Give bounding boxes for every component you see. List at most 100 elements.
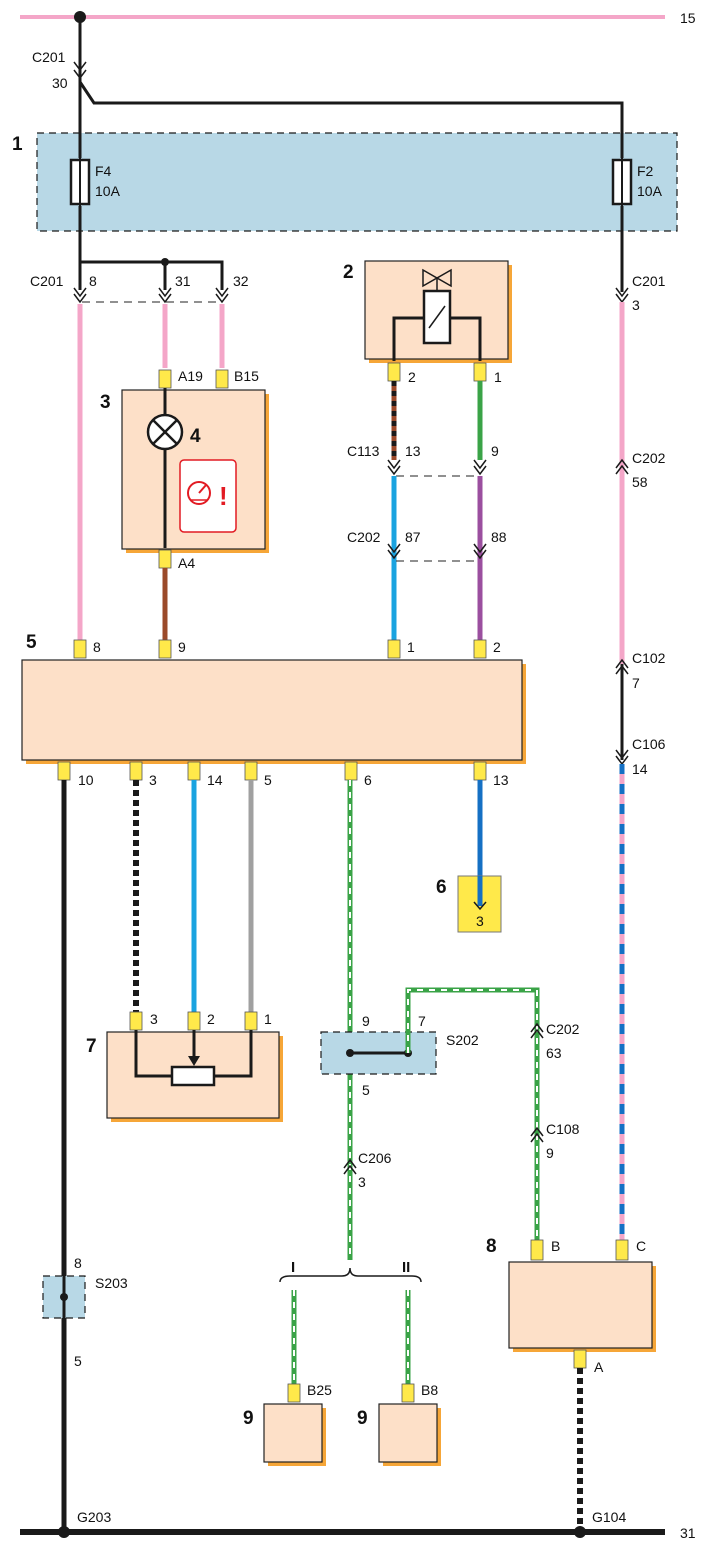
wire-green-loop-stripe [407,989,538,1240]
pin-b25-label: B25 [307,1382,332,1398]
component-9a-label: 9 [243,1408,254,1429]
pin-7-1-label: 1 [264,1011,272,1027]
pin-5-1 [387,639,401,659]
connector-c113 [387,459,487,476]
component-7-label: 7 [86,1036,97,1057]
connector-c201-c-pin: 32 [233,273,249,289]
pin-7-3 [129,1011,143,1031]
relay-coil-diagonal [428,305,446,329]
splice-s202-pin5: 5 [362,1082,370,1098]
pin-7-2 [187,1011,201,1031]
connector-c202-d-pin: 63 [546,1045,562,1061]
connector-c201-top-name: C201 [32,49,66,65]
fuse-f2-name: F2 [637,163,654,179]
pin-5-2 [473,639,487,659]
connector-c201-top [73,61,87,80]
pin-8-b [530,1239,544,1261]
connector-c201-group [73,287,229,304]
alert-icon: ! [219,481,228,511]
connector-c108-name: C108 [546,1121,580,1137]
lamp-icon-x2 [152,419,178,445]
connector-c102-name: C102 [632,650,666,666]
potentiometer-icon [170,1065,216,1087]
relay-valve-icon [422,268,452,288]
component-8-box [508,1261,653,1349]
pin-5-8 [73,639,87,659]
pin-5-6 [344,761,358,781]
component-6-pin-label: 3 [476,913,484,929]
component-1-label: 1 [12,134,23,155]
bus-junction [161,258,169,266]
splice-s203-pin5: 5 [74,1353,82,1369]
pin-a19-label: A19 [178,368,203,384]
ground-g203-junction [58,1526,70,1538]
pin-8-b-label: B [551,1238,560,1254]
connector-c202-d-name: C202 [546,1021,580,1037]
pin-5-1-label: 1 [407,639,415,655]
potentiometer-wiper-arrow [188,1056,200,1066]
pin-5-10 [57,761,71,781]
splice-s202-pin9: 9 [362,1013,370,1029]
component-6-pin-marker [473,901,487,911]
connector-c202-b-pin: 88 [491,529,507,545]
connector-c201-d-pin: 3 [632,297,640,313]
splice-s202-pin7: 7 [418,1013,426,1029]
splice-s202-junction-a [346,1049,354,1057]
connector-c102 [615,658,629,675]
connector-c201-b-pin: 31 [175,273,191,289]
pin-b8-label: B8 [421,1382,438,1398]
pin-8-c [615,1239,629,1261]
pin-2-relay [387,362,401,382]
connector-c106-pin: 14 [632,761,648,777]
pin-5-5 [244,761,258,781]
pin-5-5-label: 5 [264,772,272,788]
ground-g104-label: G104 [592,1509,626,1525]
steering-wheel-spoke [198,484,207,494]
pin-a4 [158,549,172,569]
connector-c206-pin: 3 [358,1174,366,1190]
fuse-f4-rating: 10A [95,183,121,199]
connector-c202-a-pin: 87 [405,529,421,545]
wire-green-loop [405,987,540,1240]
connector-c202-a-name: C202 [347,529,381,545]
pin-7-3-label: 3 [150,1011,158,1027]
pin-5-8-label: 8 [93,639,101,655]
wire-f4-bus [80,260,224,290]
wire-relay-left [392,316,424,361]
pin-5-3 [129,761,143,781]
component-6-label: 6 [436,877,447,898]
steering-wheel-icon [187,481,211,505]
pin-8-a [573,1349,587,1369]
component-5-label: 5 [26,632,37,653]
pin-2-relay-label: 2 [408,369,416,385]
wire-relay-right [450,316,482,361]
pin-5-13 [473,761,487,781]
warning-indicator [179,459,237,533]
pin-5-9 [158,639,172,659]
connector-c113-pin-b: 9 [491,443,499,459]
rail-15-label: 15 [680,10,696,26]
fuse-f4-name: F4 [95,163,112,179]
component-9a-box [263,1403,323,1463]
pin-5-10-label: 10 [78,772,94,788]
wire-pot-right [214,1030,253,1078]
component-2-label: 2 [343,262,354,283]
wire-feed-f2 [78,81,624,158]
connector-c113-name: C113 [347,443,380,459]
connector-c113-pin: 13 [405,443,421,459]
pin-1-relay-label: 1 [494,369,502,385]
connector-c206-name: C206 [358,1150,392,1166]
component-5-box [21,659,523,761]
pin-5-2-label: 2 [493,639,501,655]
pin-a4-label: A4 [178,555,195,571]
connector-c102-pin: 7 [632,675,640,691]
connector-c106-name: C106 [632,736,666,752]
pin-5-14-label: 14 [207,772,223,788]
ground-g104-junction [574,1526,586,1538]
component-9b-label: 9 [357,1408,368,1429]
connector-c202-a [387,543,487,560]
pin-5-3-label: 3 [149,772,157,788]
component-3-label: 3 [100,392,111,413]
connector-c202-c-pin: 58 [632,474,648,490]
